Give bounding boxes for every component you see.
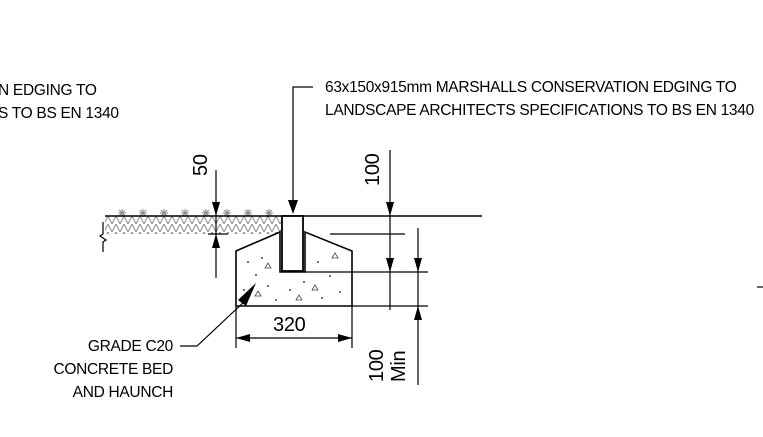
dim-320-arrow-right [338,334,352,342]
dim-50 [208,170,228,278]
edging-kerb [281,215,304,272]
dim-100-arrow-bottom [386,258,394,272]
surface-asterisks [118,209,273,217]
dim-100-top [305,150,428,310]
left-note-line1: N EDGING TO [0,82,97,99]
concrete-speckle [243,252,341,301]
ground-hatch [105,209,283,234]
dim-320-arrow-left [236,334,250,342]
edging-leader-arrow [288,200,298,214]
dim-100-min-arrow-bottom [414,306,422,320]
dim-100-arrow-top [386,202,394,216]
dim-320-label: 320 [273,314,306,336]
dim-320 [235,306,353,348]
concrete-leader [180,299,247,347]
dim-50-label: 50 [190,154,212,176]
concrete-bed [235,230,353,307]
edging-note-line1: 63x150x915mm MARSHALLS CONSERVATION EDGI… [325,79,737,96]
dim-100-min-arrow-top [414,258,422,272]
dim-100-min-suffix: Min [388,350,410,382]
left-note-line2: S TO BS EN 1340 [0,105,119,122]
concrete-note-line1: GRADE C20 [87,338,173,355]
break-line [98,222,108,252]
concrete-note-line3: AND HAUNCH [72,384,174,401]
dim-100-min-value: 100 [366,349,388,382]
edging-leader [292,86,313,200]
concrete-leader-arrow [238,283,256,306]
concrete-note-line2: CONCRETE BED [53,361,173,378]
dim-50-arrow-bottom [212,234,220,248]
dim-50-arrow-top [212,202,220,216]
dim-100-label: 100 [362,153,384,186]
edging-note-line2: LANDSCAPE ARCHITECTS SPECIFICATIONS TO B… [325,102,754,119]
